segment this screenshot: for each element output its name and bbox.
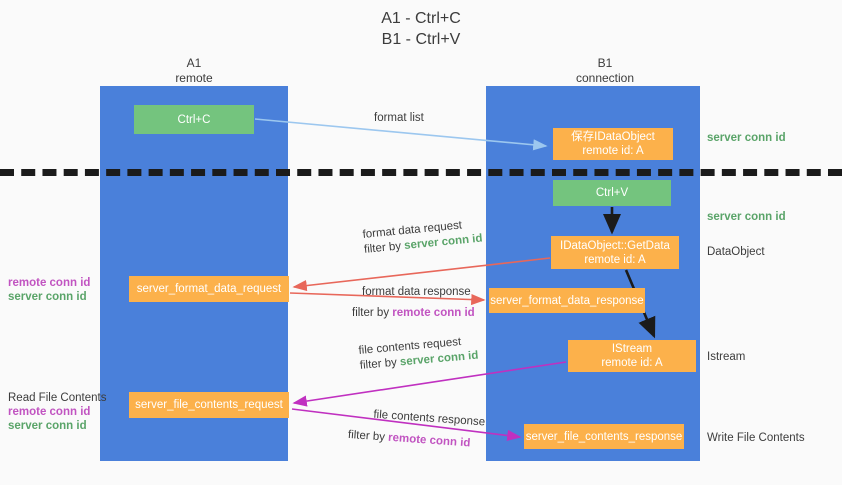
node-istream-line1: IStream [611, 343, 653, 355]
column-b1-sub: connection [575, 71, 635, 85]
edge-label-format-data-response-filter: filter by remote conn id [352, 306, 475, 321]
phase-divider [0, 169, 842, 176]
edge-label-file-contents-response: file contents response filter by remote … [347, 406, 486, 452]
node-ctrl-v-line1: Ctrl+V [595, 187, 629, 199]
node-server-format-data-response[interactable]: server_format_data_response [489, 288, 645, 313]
annotation-server-conn-id-top: server conn id [707, 132, 786, 144]
title-line-2: B1 - Ctrl+V [381, 31, 461, 48]
title-line-1: A1 - Ctrl+C [381, 10, 461, 27]
column-b1-name: B1 [597, 56, 613, 70]
node-save-idataobject[interactable]: 保存IDataObject remote id: A [553, 128, 673, 160]
annotation-server-conn-id-mid: server conn id [707, 211, 786, 223]
node-server-format-data-request-label: server_format_data_request [136, 283, 282, 295]
filter-prefix: filter by [359, 356, 401, 372]
page-title: A1 - Ctrl+C B1 - Ctrl+V [0, 8, 842, 50]
edge-label-format-data-response: format data response filter by remote co… [352, 285, 475, 321]
node-getdata[interactable]: IDataObject::GetData remote id: A [551, 236, 679, 269]
annotation-remote-conn-id-2: remote conn id [8, 406, 91, 418]
node-save-idataobject-line2: remote id: A [582, 145, 644, 157]
node-ctrl-v[interactable]: Ctrl+V [553, 180, 671, 206]
filter-prefix: filter by [363, 240, 405, 256]
edge-label-file-contents-response-filter: filter by remote conn id [347, 428, 484, 452]
node-ctrl-c[interactable]: Ctrl+C [134, 105, 254, 134]
node-server-file-contents-request[interactable]: server_file_contents_request [129, 392, 289, 418]
filter-prefix: filter by [347, 428, 389, 444]
annotation-dataobject: DataObject [707, 246, 765, 258]
edge-label-format-data-response-text: format data response [362, 286, 471, 298]
filter-key-remote-conn-id: remote conn id [387, 431, 471, 450]
edge-label-file-contents-response-text: file contents response [373, 408, 486, 429]
annotation-remote-conn-id-1: remote conn id [8, 277, 91, 289]
edge-label-format-data-request: format data request filter by server con… [362, 217, 483, 258]
edge-label-format-list: format list [374, 112, 424, 124]
node-getdata-line2: remote id: A [584, 253, 646, 266]
column-header-b1: B1 connection [525, 56, 685, 86]
annotation-istream: Istream [707, 351, 746, 363]
column-a1-sub: remote [175, 71, 213, 85]
node-server-file-contents-response-label: server_file_contents_response [525, 430, 683, 443]
node-istream-line2: remote id: A [601, 357, 663, 369]
node-server-format-data-response-label: server_format_data_response [490, 294, 644, 307]
annotation-group-file: Read File Contents remote conn id server… [8, 391, 106, 433]
node-server-file-contents-response[interactable]: server_file_contents_response [524, 424, 684, 449]
node-ctrl-c-line1: Ctrl+C [177, 113, 211, 126]
edge-label-file-contents-request: file contents request filter by server c… [358, 334, 479, 374]
node-istream[interactable]: IStream remote id: A [568, 340, 696, 372]
annotation-group-format: remote conn id server conn id [8, 276, 90, 304]
filter-key-remote-conn-id: remote conn id [392, 307, 475, 319]
node-save-idataobject-line1: 保存IDataObject [571, 131, 655, 143]
annotation-write-file-contents: Write File Contents [707, 432, 805, 444]
annotation-server-conn-id-2: server conn id [8, 420, 87, 432]
filter-prefix: filter by [352, 307, 393, 319]
annotation-read-file-contents: Read File Contents [8, 392, 107, 404]
node-getdata-line1: IDataObject::GetData [560, 239, 670, 252]
annotation-server-conn-id-1: server conn id [8, 291, 87, 303]
node-server-format-data-request[interactable]: server_format_data_request [129, 276, 289, 302]
column-a1-name: A1 [186, 56, 202, 70]
column-header-a1: A1 remote [114, 56, 274, 86]
node-server-file-contents-request-label: server_file_contents_request [135, 399, 283, 411]
